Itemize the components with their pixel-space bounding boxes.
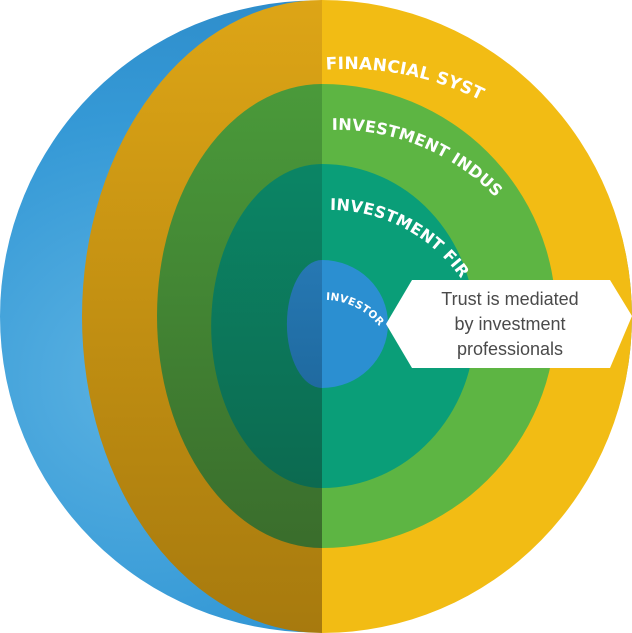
layer-investor xyxy=(286,260,388,388)
investment-firm-shaded-half xyxy=(211,164,322,488)
investor-shaded-half xyxy=(286,260,322,388)
callout-line-3: professionals xyxy=(457,339,563,359)
callout-box: Trust is mediated by investment professi… xyxy=(386,280,632,368)
callout-line-1: Trust is mediated xyxy=(441,289,578,309)
investor-lit-half xyxy=(322,260,388,388)
callout-line-2: by investment xyxy=(454,314,565,334)
callout-arrow-shape xyxy=(386,280,632,368)
